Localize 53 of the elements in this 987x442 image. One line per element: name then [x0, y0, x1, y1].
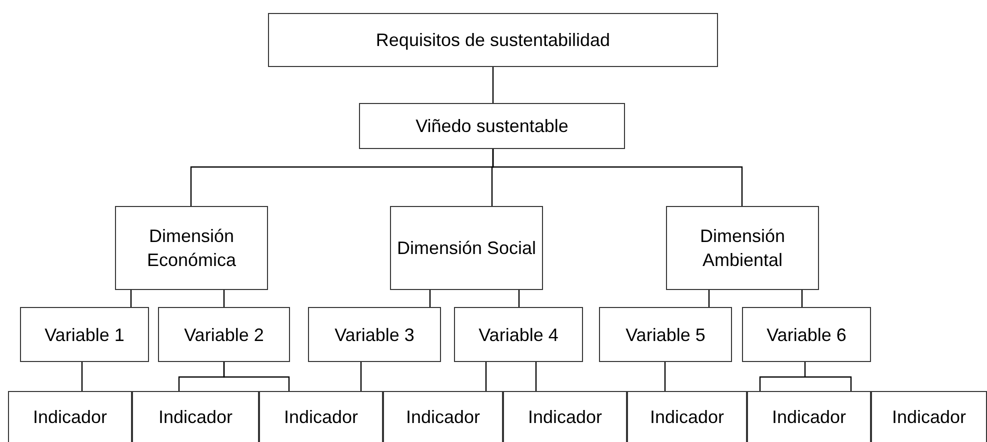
process-box	[259, 391, 383, 442]
box-label: Indicador	[282, 406, 360, 429]
box-label: Indicador	[157, 406, 234, 429]
box-label: Indicador	[32, 406, 108, 429]
connector-line	[535, 362, 537, 392]
box-label: Variable 4	[478, 324, 560, 346]
connector-line	[81, 362, 83, 392]
connector-line	[485, 362, 487, 392]
connector-line	[801, 290, 803, 308]
box-label: Variable 6	[766, 324, 848, 346]
process-box	[158, 307, 290, 362]
connector-line	[708, 290, 710, 308]
connector-line	[664, 362, 666, 392]
box-label: Variable 2	[183, 324, 265, 346]
process-box	[454, 307, 583, 362]
connector-line	[518, 290, 520, 308]
connector-line	[223, 362, 290, 391]
process-box	[8, 391, 132, 442]
process-box	[747, 391, 871, 442]
connector-line	[759, 361, 852, 392]
process-box	[359, 103, 625, 149]
process-box	[132, 391, 259, 442]
box-label: Indicador	[770, 406, 848, 429]
process-box	[390, 206, 543, 290]
connector-line	[429, 290, 431, 308]
box-label: Indicador	[526, 406, 604, 429]
box-label: Indicador	[648, 406, 726, 429]
box-label: Indicador	[404, 406, 482, 429]
process-box	[20, 307, 149, 362]
box-label: Variable 5	[624, 324, 706, 346]
process-box	[503, 391, 627, 442]
connector-line	[360, 362, 362, 392]
connector-line	[130, 290, 132, 308]
connector-line	[223, 290, 225, 308]
box-label: Variable 3	[334, 324, 416, 346]
box-label: Indicador	[890, 406, 968, 429]
process-box	[627, 391, 747, 442]
box-label: Dimensión Ambiental	[698, 225, 786, 272]
box-label: Variable 1	[44, 324, 126, 346]
box-label: Dimensión Social	[396, 237, 538, 260]
connector-line	[492, 149, 743, 206]
process-box	[115, 206, 268, 290]
process-box	[871, 391, 987, 442]
process-box	[599, 307, 732, 362]
process-box	[268, 13, 718, 67]
box-label: Dimensión Económica	[146, 225, 238, 272]
connector-line	[492, 67, 494, 104]
process-box	[666, 206, 819, 290]
box-label: Requisitos de sustentabilidad	[374, 29, 612, 52]
process-box	[383, 391, 503, 442]
box-label: Viñedo sustentable	[414, 115, 570, 138]
process-box	[308, 307, 441, 362]
process-box	[742, 307, 871, 362]
